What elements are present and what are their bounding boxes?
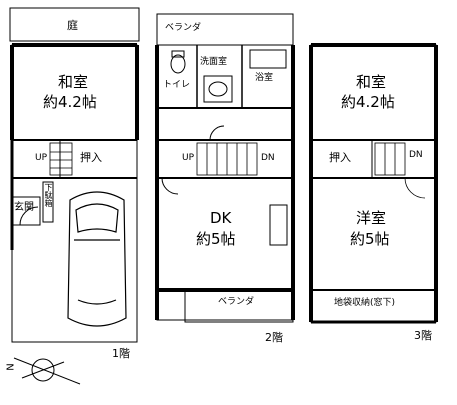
- floor-2-stairs: [196, 142, 258, 176]
- f2-balcony-top-label: ベランダ: [165, 23, 202, 33]
- kitchen-counter: [269, 204, 288, 246]
- floor-1-label: 1階: [112, 347, 130, 360]
- f3-dn-label: DN: [409, 150, 423, 160]
- f2-dn-label: DN: [261, 153, 275, 163]
- toilet-label: トイレ: [163, 80, 191, 90]
- floor-1-walls: [10, 43, 139, 343]
- f1-closet-label: 押入: [80, 151, 102, 164]
- f3-room2-size: 約5帖: [350, 230, 390, 248]
- shoe-box-label: 下駄箱: [44, 183, 53, 207]
- f2-room-size: 約5帖: [196, 230, 236, 248]
- bathroom-label: 浴室: [255, 73, 274, 83]
- entrance-label: 玄関: [14, 202, 34, 213]
- f3-room2-name: 洋室: [356, 209, 387, 227]
- floor-2-fixtures: [161, 49, 287, 195]
- garden-label: 庭: [67, 19, 78, 32]
- floor-1-stairs: [49, 142, 73, 176]
- f1-room-name: 和室: [58, 73, 89, 91]
- compass-north-label: N: [5, 363, 17, 371]
- floor-3-walls: [309, 43, 438, 324]
- entrance: [11, 181, 54, 226]
- floor-3-label: 3階: [414, 329, 432, 342]
- floor-2-label: 2階: [265, 331, 283, 344]
- f2-balcony-bottom-label: ベランダ: [218, 297, 255, 307]
- washroom-label: 洗面室: [200, 57, 228, 67]
- f2-room-name: DK: [210, 209, 232, 227]
- balcony-bottom: [184, 289, 294, 323]
- f2-up-label: UP: [182, 153, 195, 163]
- f3-closet-label: 押入: [329, 151, 351, 164]
- f1-room-size: 約4.2帖: [43, 93, 97, 111]
- f3-room-name: 和室: [356, 73, 387, 91]
- storage-label: 地袋収納(窓下): [334, 298, 396, 308]
- carport-car: [67, 191, 127, 327]
- garden: [9, 7, 140, 42]
- floor-3-stairs: [374, 142, 426, 199]
- f1-up-label: UP: [35, 153, 48, 163]
- compass: [13, 357, 81, 385]
- f3-room-size: 約4.2帖: [341, 93, 395, 111]
